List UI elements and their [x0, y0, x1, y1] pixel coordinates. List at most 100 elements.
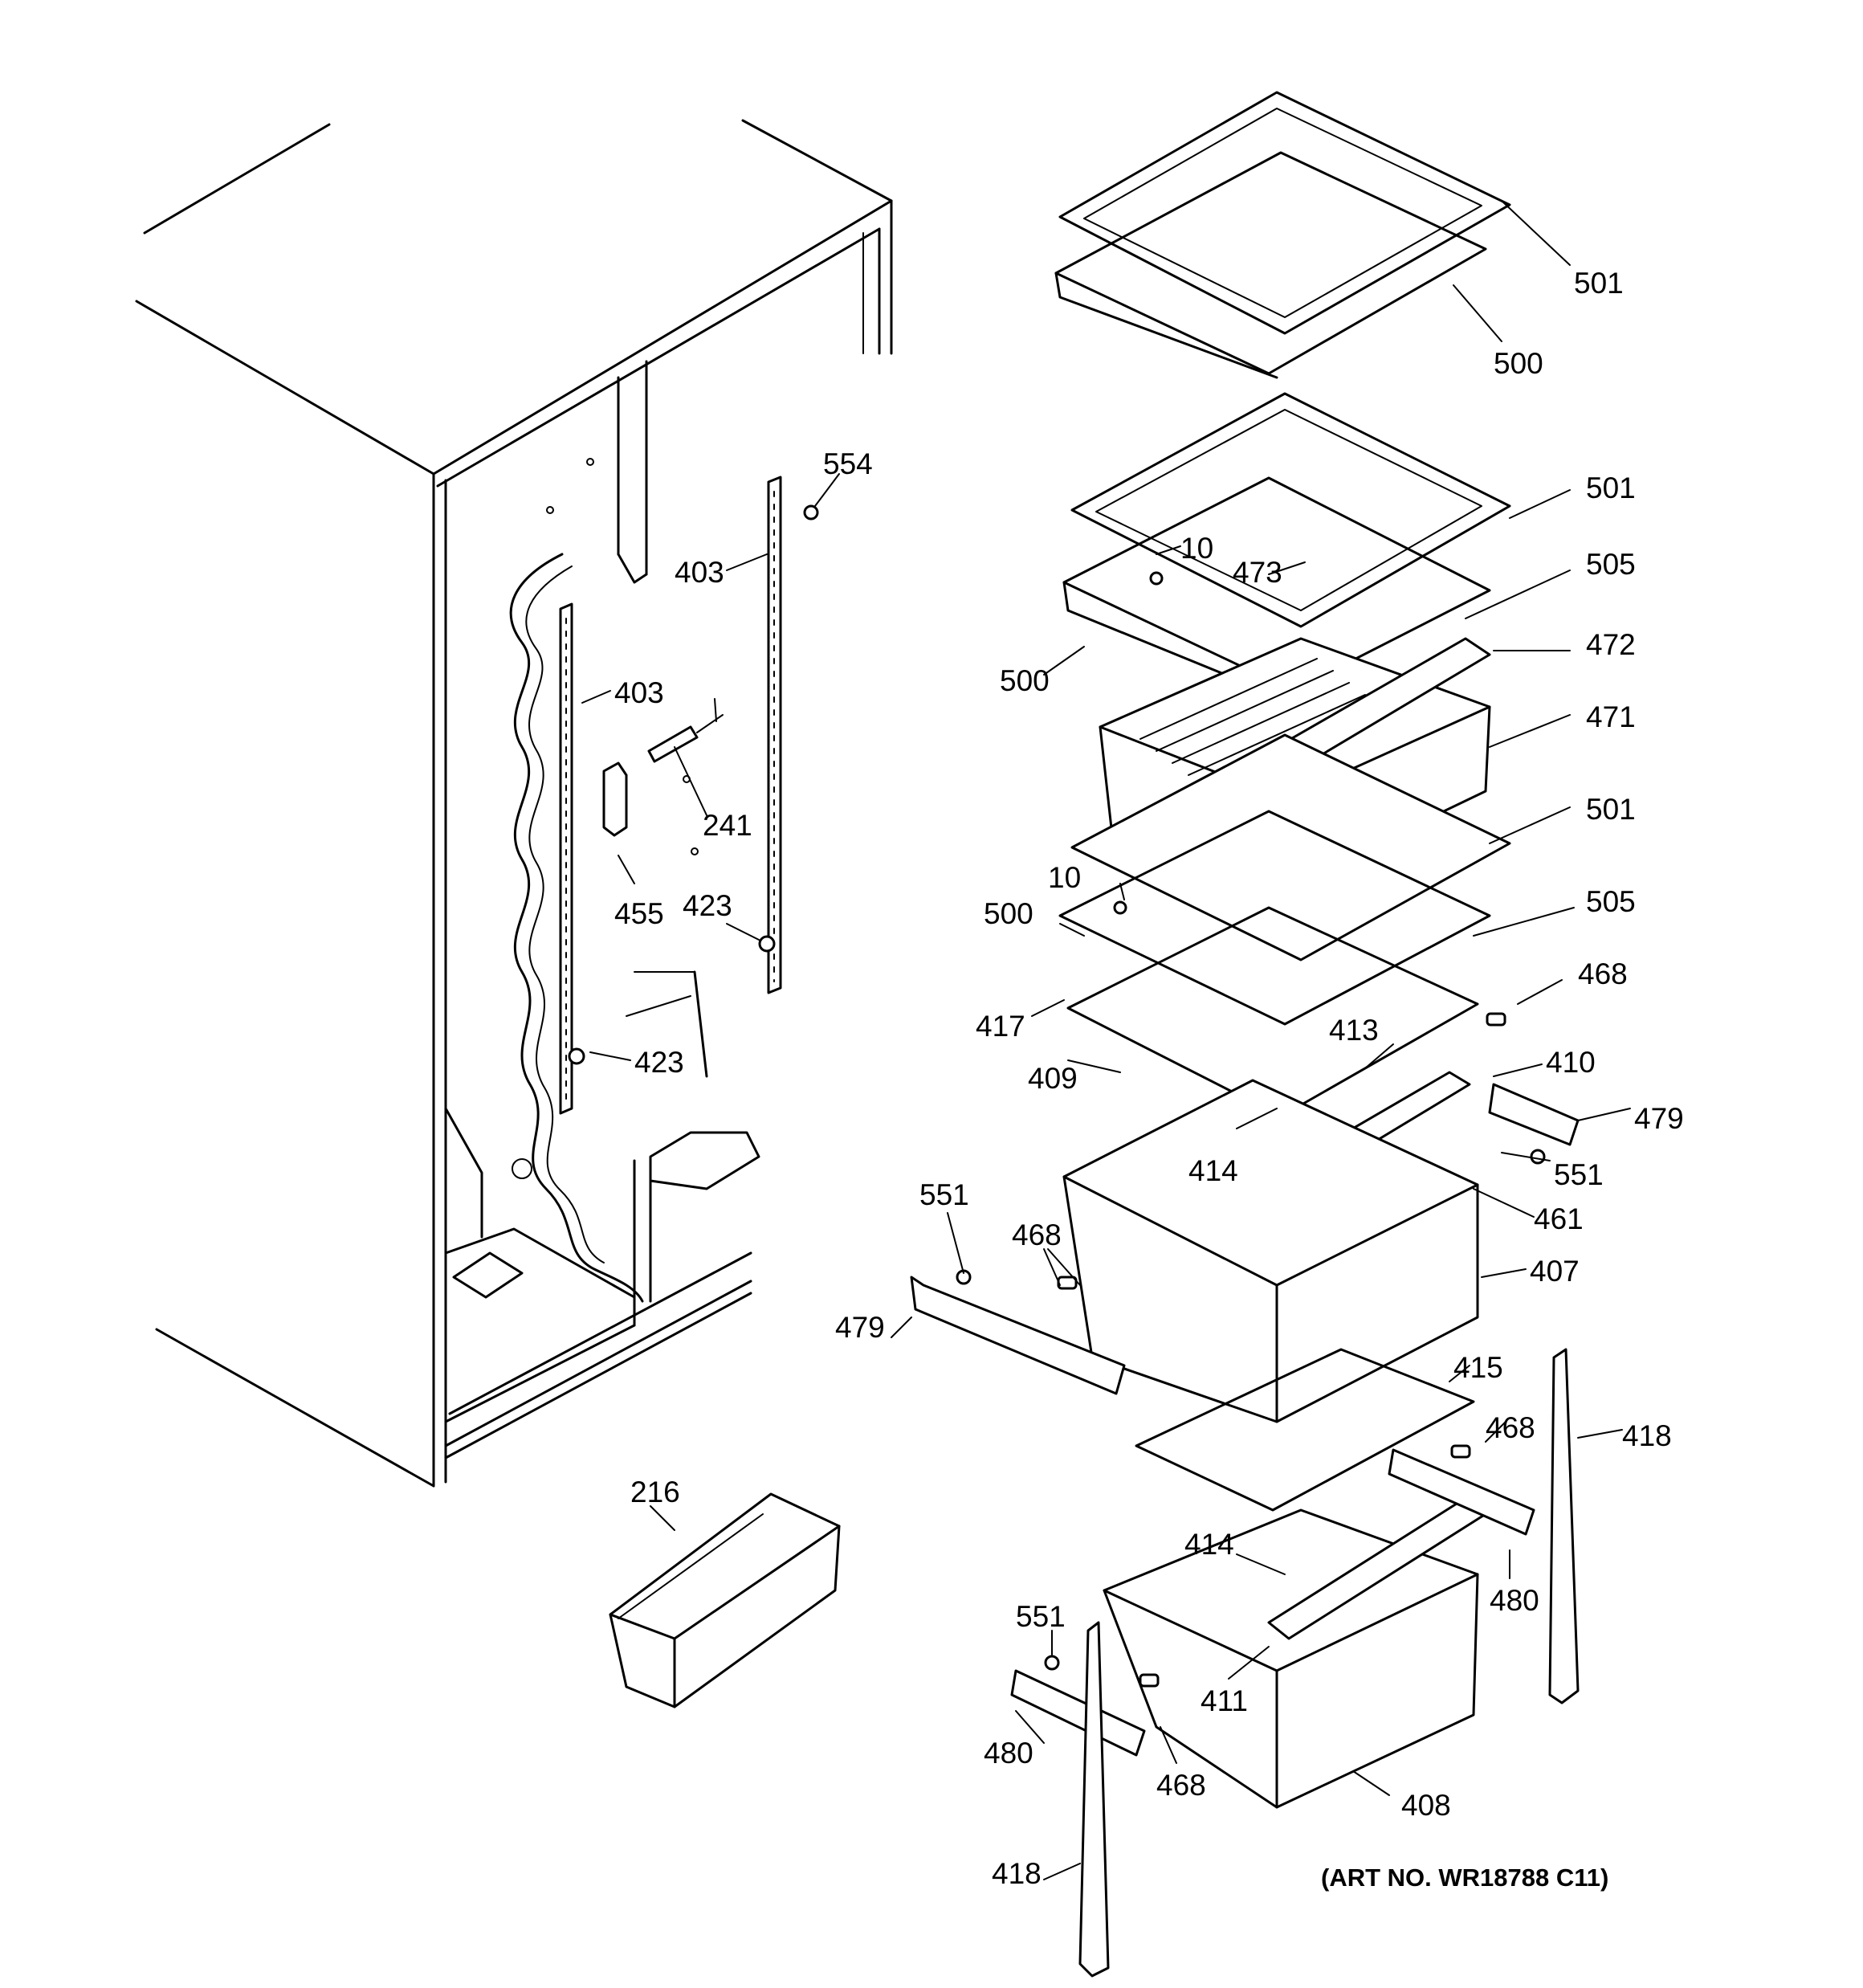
refrigerator-cabinet — [135, 119, 893, 1488]
callout-414: 414 — [1184, 1528, 1234, 1561]
leader-lines — [581, 200, 1631, 1880]
shelf-glass-500-lower — [1058, 810, 1491, 1026]
right-tray-well — [649, 1131, 760, 1190]
hole — [586, 458, 594, 466]
callout-407: 407 — [1530, 1255, 1580, 1288]
shelf-frame-501-lower — [1070, 733, 1511, 961]
rail-480-right — [1388, 1448, 1535, 1536]
callout-501: 501 — [1574, 267, 1624, 300]
part-241-pin — [647, 698, 724, 763]
callout-468: 468 — [1578, 957, 1628, 990]
callout-409: 409 — [1028, 1062, 1078, 1095]
callout-423: 423 — [634, 1046, 684, 1079]
part-468-clip-a — [1486, 1012, 1506, 1027]
floor-front-edge — [444, 1324, 636, 1423]
floor-rail-1 — [444, 1280, 752, 1447]
callout-414: 414 — [1188, 1154, 1238, 1187]
callout-10: 10 — [1048, 861, 1081, 894]
callout-551: 551 — [1016, 1600, 1066, 1633]
part-455-bracket — [602, 761, 628, 837]
callout-471: 471 — [1586, 700, 1636, 733]
part-423-screw-lower — [568, 1047, 585, 1065]
part-551-screw-c — [1044, 1655, 1060, 1671]
part-468-clip-c — [1450, 1444, 1471, 1459]
shelf-ladder-403-left — [559, 602, 573, 1115]
callout-labels: 501 500 554 501 403 10 473 505 500 472 4… — [614, 267, 1684, 1890]
part-554-screw — [803, 504, 819, 520]
callout-10: 10 — [1180, 532, 1213, 565]
cabinet-top-side-edge — [432, 199, 893, 476]
callout-408: 408 — [1401, 1789, 1451, 1822]
rail-479-right — [1488, 1083, 1580, 1146]
callout-403: 403 — [675, 556, 724, 589]
callout-480: 480 — [984, 1737, 1033, 1770]
shelf-frame-501-top — [1058, 91, 1511, 335]
glass-409 — [1066, 906, 1479, 1118]
cabinet-top-right-edge — [741, 119, 893, 202]
shelf-ladder-403-right — [767, 476, 782, 994]
well-left-side — [444, 1107, 483, 1239]
trim-418-left — [1078, 1621, 1110, 1978]
callout-479: 479 — [1634, 1102, 1684, 1135]
inner-back-wall — [693, 970, 708, 1078]
callout-501: 501 — [1586, 471, 1636, 504]
pan-407 — [1062, 1079, 1479, 1423]
trim-418-right — [1548, 1348, 1580, 1704]
callout-505: 505 — [1586, 885, 1636, 918]
callout-500: 500 — [1000, 664, 1050, 697]
callout-241: 241 — [703, 809, 752, 842]
floor-rail-2 — [444, 1292, 752, 1459]
callout-418: 418 — [1622, 1419, 1672, 1452]
callout-410: 410 — [1546, 1046, 1596, 1079]
lower-shelf-assembly — [1058, 733, 1511, 1026]
cabinet-top-front-edge — [135, 300, 435, 476]
callout-418: 418 — [992, 1857, 1042, 1890]
callout-480: 480 — [1490, 1584, 1539, 1617]
callout-417: 417 — [976, 1010, 1025, 1043]
mount-tick — [626, 995, 691, 1017]
shelf-frame-501-middle — [1070, 392, 1511, 628]
hole — [691, 847, 699, 855]
callout-472: 472 — [1586, 628, 1636, 661]
glass-415 — [1135, 1348, 1475, 1512]
callout-473: 473 — [1233, 556, 1282, 589]
callout-423: 423 — [683, 889, 732, 922]
rail-479-left — [910, 1276, 1126, 1395]
pan-408 — [1103, 1508, 1479, 1809]
floor-rail-3 — [448, 1251, 752, 1415]
shelf-glass-500-middle — [1062, 476, 1491, 692]
shelf-glass-500-top — [1054, 151, 1487, 375]
middle-shelf-assembly — [1062, 392, 1511, 700]
callout-413: 413 — [1329, 1014, 1379, 1047]
callout-468: 468 — [1012, 1219, 1062, 1251]
cabinet-top-inner-edge — [436, 227, 881, 488]
part-551-screw-b — [1530, 1149, 1546, 1165]
art-number: (ART NO. WR18788 C11) — [1321, 1863, 1608, 1892]
part-216-bin — [609, 1492, 841, 1708]
cabinet-bottom-front-edge — [155, 1328, 435, 1488]
callout-411: 411 — [1201, 1684, 1248, 1717]
callout-461: 461 — [1534, 1202, 1584, 1235]
callout-216: 216 — [630, 1476, 680, 1508]
callout-551: 551 — [919, 1178, 969, 1211]
cutaway-outline-outer — [509, 553, 644, 1303]
part-468-clip-d — [1139, 1673, 1160, 1688]
part-10-screw-c — [1149, 571, 1164, 586]
part-10-screw-a — [1113, 900, 1127, 915]
callout-468: 468 — [1156, 1769, 1206, 1802]
callout-554: 554 — [823, 447, 873, 480]
part-423-screw-upper — [758, 935, 776, 953]
floor-ridge — [444, 1227, 636, 1327]
hole — [546, 506, 554, 514]
callout-500: 500 — [1494, 347, 1543, 380]
callout-415: 415 — [1453, 1351, 1503, 1384]
cutaway-outline-inner — [525, 565, 605, 1263]
callout-455: 455 — [614, 897, 664, 930]
callout-501: 501 — [1586, 793, 1636, 826]
left-tray-well — [452, 1251, 524, 1299]
callout-468: 468 — [1486, 1411, 1535, 1444]
callout-551: 551 — [1554, 1158, 1604, 1191]
cabinet-top-back-edge — [143, 123, 331, 235]
